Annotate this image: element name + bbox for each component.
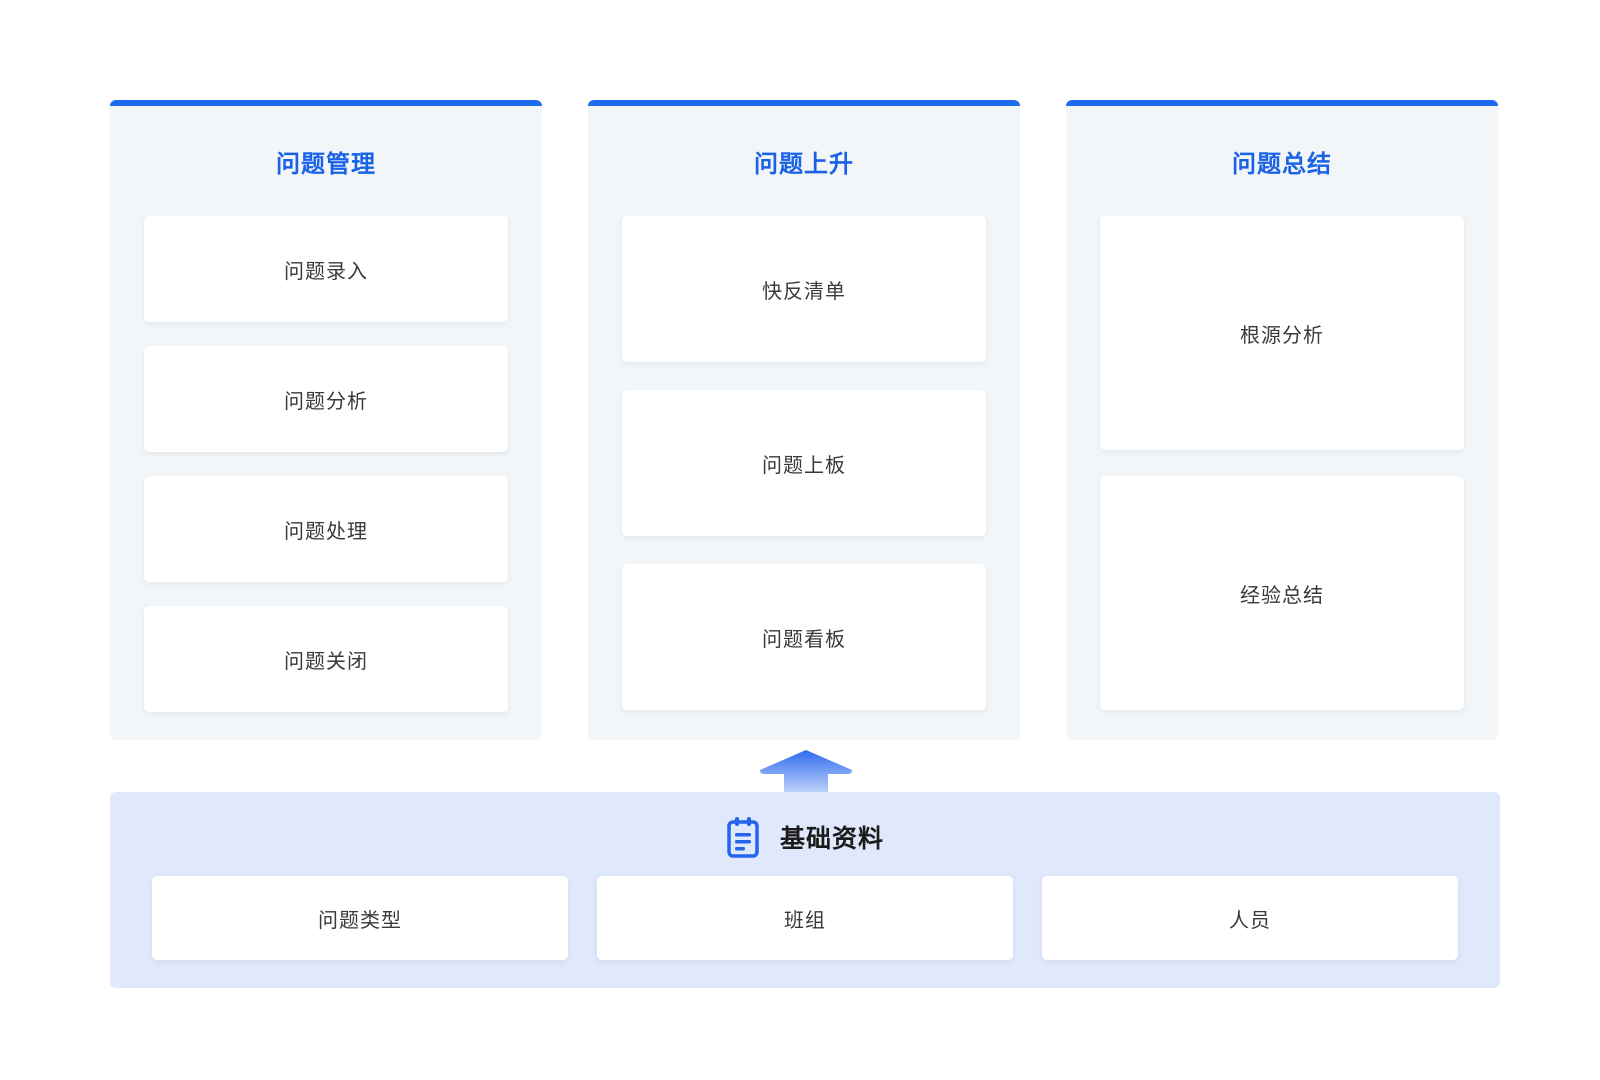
card-problem-type[interactable]: 问题类型 bbox=[152, 876, 568, 960]
base-header: 基础资料 bbox=[110, 816, 1500, 858]
card-team[interactable]: 班组 bbox=[597, 876, 1013, 960]
card-problem-on-board[interactable]: 问题上板 bbox=[622, 390, 986, 536]
card-root-cause-analysis[interactable]: 根源分析 bbox=[1100, 216, 1464, 450]
base-title: 基础资料 bbox=[779, 824, 884, 853]
panel-problem-summary: 问题总结 根源分析 经验总结 bbox=[1066, 100, 1498, 740]
card-experience-summary[interactable]: 经验总结 bbox=[1100, 476, 1464, 710]
card-problem-analysis[interactable]: 问题分析 bbox=[144, 346, 508, 452]
panel-title: 问题总结 bbox=[1232, 150, 1332, 178]
card-personnel[interactable]: 人员 bbox=[1042, 876, 1458, 960]
up-arrow-icon bbox=[760, 750, 852, 802]
panel-title: 问题管理 bbox=[276, 150, 376, 178]
clipboard-icon bbox=[727, 817, 759, 858]
panel-problem-escalation: 问题上升 快反清单 问题上板 问题看板 bbox=[588, 100, 1020, 740]
card-problem-close[interactable]: 问题关闭 bbox=[144, 606, 508, 712]
card-problem-handling[interactable]: 问题处理 bbox=[144, 476, 508, 582]
card-problem-entry[interactable]: 问题录入 bbox=[144, 216, 508, 322]
panel-title: 问题上升 bbox=[754, 150, 854, 178]
card-problem-dashboard[interactable]: 问题看板 bbox=[622, 564, 986, 710]
panel-problem-management: 问题管理 问题录入 问题分析 问题处理 问题关闭 bbox=[110, 100, 542, 740]
card-quick-response-list[interactable]: 快反清单 bbox=[622, 216, 986, 362]
base-data-section: 基础资料 问题类型 班组 人员 bbox=[110, 792, 1500, 988]
